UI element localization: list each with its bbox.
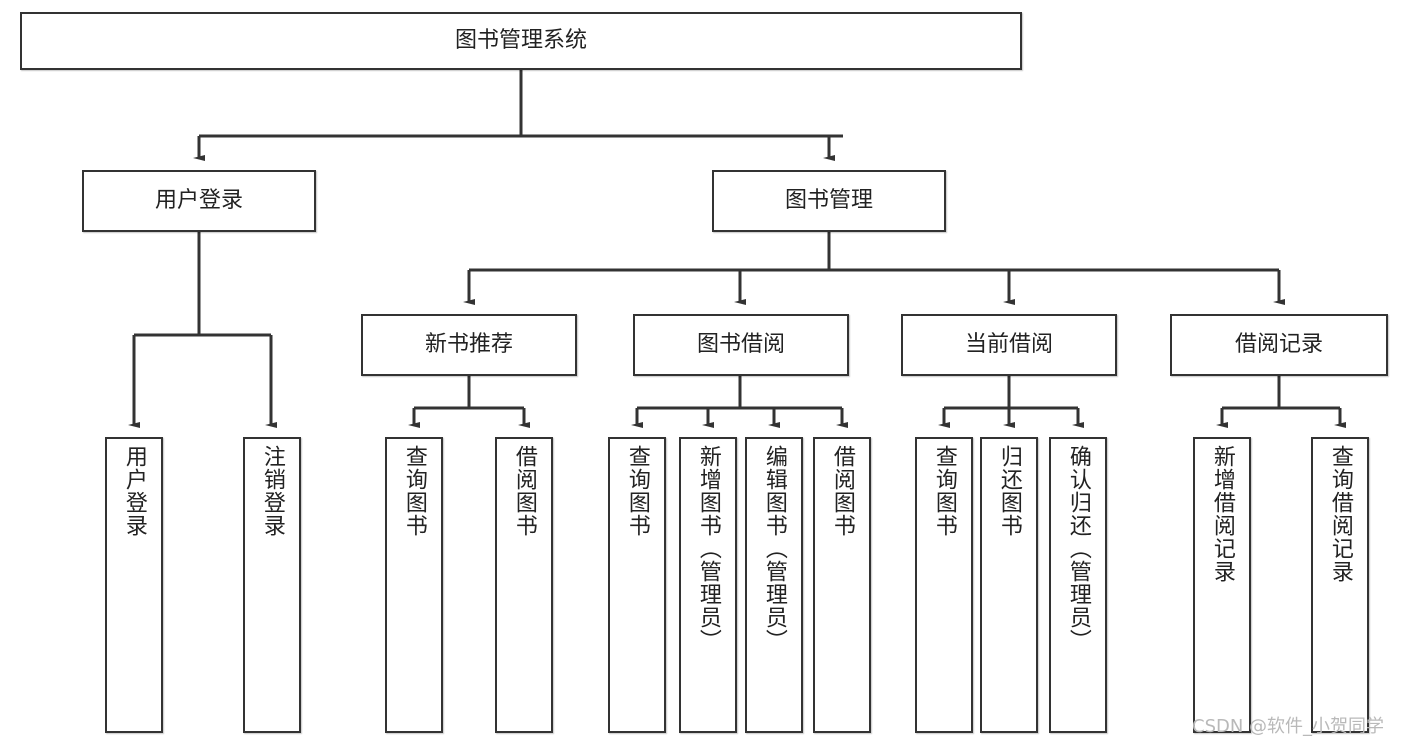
leaf-query-book-2-label: 查询图书 bbox=[624, 445, 650, 537]
node-book-borrow-label: 图书借阅 bbox=[696, 332, 785, 358]
leaf-return-book-label: 归还图书 bbox=[996, 445, 1022, 537]
leaf-borrow-book-2[interactable]: 借阅图书 bbox=[813, 437, 871, 733]
leaf-add-record-label: 新增借阅记录 bbox=[1209, 445, 1235, 583]
leaf-borrow-book-1[interactable]: 借阅图书 bbox=[495, 437, 553, 733]
leaf-query-record-label: 查询借阅记录 bbox=[1327, 445, 1353, 583]
node-borrow-record-label: 借阅记录 bbox=[1234, 332, 1323, 358]
leaf-confirm-return[interactable]: 确认归还（管理员） bbox=[1049, 437, 1107, 733]
leaf-query-record[interactable]: 查询借阅记录 bbox=[1311, 437, 1369, 733]
node-current-borrow-label: 当前借阅 bbox=[964, 332, 1053, 358]
node-current-borrow[interactable]: 当前借阅 bbox=[901, 314, 1117, 376]
leaf-query-book-2[interactable]: 查询图书 bbox=[608, 437, 666, 733]
leaf-query-book-1[interactable]: 查询图书 bbox=[385, 437, 443, 733]
csdn-watermark: CSDN @软件_小贺同学 bbox=[1192, 716, 1385, 737]
leaf-return-book[interactable]: 归还图书 bbox=[980, 437, 1038, 733]
leaf-add-book-label: 新增图书（管理员） bbox=[695, 445, 721, 652]
leaf-logout-label: 注销登录 bbox=[259, 445, 285, 537]
node-new-book-rec[interactable]: 新书推荐 bbox=[361, 314, 577, 376]
leaf-edit-book-label: 编辑图书（管理员） bbox=[761, 445, 787, 652]
node-user-login-label: 用户登录 bbox=[154, 188, 243, 214]
leaf-query-book-1-label: 查询图书 bbox=[401, 445, 427, 537]
leaf-borrow-book-1-label: 借阅图书 bbox=[511, 445, 537, 537]
leaf-add-record[interactable]: 新增借阅记录 bbox=[1193, 437, 1251, 733]
node-new-book-rec-label: 新书推荐 bbox=[424, 332, 513, 358]
leaf-confirm-return-label: 确认归还（管理员） bbox=[1065, 445, 1091, 652]
leaf-user-login-label: 用户登录 bbox=[121, 445, 147, 537]
node-book-manage-label: 图书管理 bbox=[784, 188, 873, 214]
leaf-query-book-3-label: 查询图书 bbox=[931, 445, 957, 537]
node-borrow-record[interactable]: 借阅记录 bbox=[1170, 314, 1388, 376]
leaf-add-book[interactable]: 新增图书（管理员） bbox=[679, 437, 737, 733]
leaf-borrow-book-2-label: 借阅图书 bbox=[829, 445, 855, 537]
leaf-user-login[interactable]: 用户登录 bbox=[105, 437, 163, 733]
node-book-manage[interactable]: 图书管理 bbox=[712, 170, 946, 232]
leaf-edit-book[interactable]: 编辑图书（管理员） bbox=[745, 437, 803, 733]
node-user-login[interactable]: 用户登录 bbox=[82, 170, 316, 232]
leaf-query-book-3[interactable]: 查询图书 bbox=[915, 437, 973, 733]
node-book-borrow[interactable]: 图书借阅 bbox=[633, 314, 849, 376]
node-root[interactable]: 图书管理系统 bbox=[20, 12, 1022, 70]
node-root-label: 图书管理系统 bbox=[454, 28, 587, 54]
leaf-logout[interactable]: 注销登录 bbox=[243, 437, 301, 733]
